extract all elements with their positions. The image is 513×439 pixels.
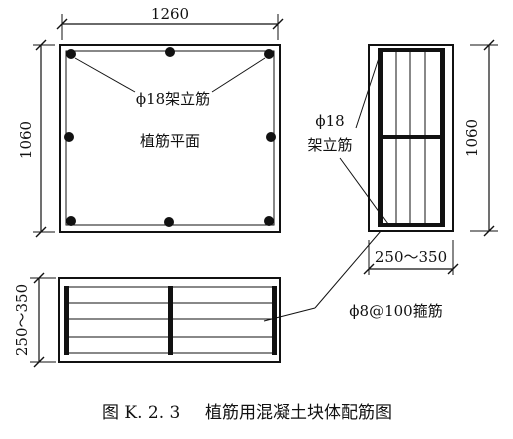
elevation-view-block (58, 277, 281, 363)
side-leader-lines (339, 51, 389, 225)
side-width-label: 250～350 (375, 248, 447, 266)
figure-number: 图 K. 2. 3 (102, 403, 180, 423)
erection-bar-side-line1: ϕ18 (315, 112, 344, 130)
side-view-block (368, 44, 454, 232)
plan-title: 植筋平面 (140, 132, 200, 150)
stirrup-label: ϕ8@100箍筋 (349, 302, 442, 320)
stirrup-leader-lines (263, 230, 382, 322)
plan-width-dimension (56, 14, 284, 40)
bar-dot (264, 216, 274, 226)
erection-bar-plan-label: ϕ18架立筋 (136, 90, 210, 108)
plan-leader-lines (74, 57, 266, 93)
figure-title: 植筋用混凝土块体配筋图 (205, 403, 392, 423)
plan-bar-dots (64, 47, 276, 227)
side-width-dimension (363, 240, 459, 275)
bar-dot (264, 49, 274, 59)
bar-dot (165, 47, 175, 57)
erection-bar-side-line2: 架立筋 (307, 136, 352, 154)
elevation-height-label: 250～350 (13, 284, 31, 356)
bar-dot (66, 216, 76, 226)
bar-dot (164, 217, 174, 227)
bar-dot (266, 132, 276, 142)
bar-dot (66, 49, 76, 59)
side-height-dimension (470, 39, 498, 237)
plan-height-label: 1060 (17, 121, 35, 159)
side-height-label: 1060 (463, 119, 481, 157)
bar-dot (64, 132, 74, 142)
elevation-height-dimension (30, 272, 56, 368)
plan-width-label: 1260 (151, 5, 189, 23)
plan-height-dimension (33, 39, 55, 238)
